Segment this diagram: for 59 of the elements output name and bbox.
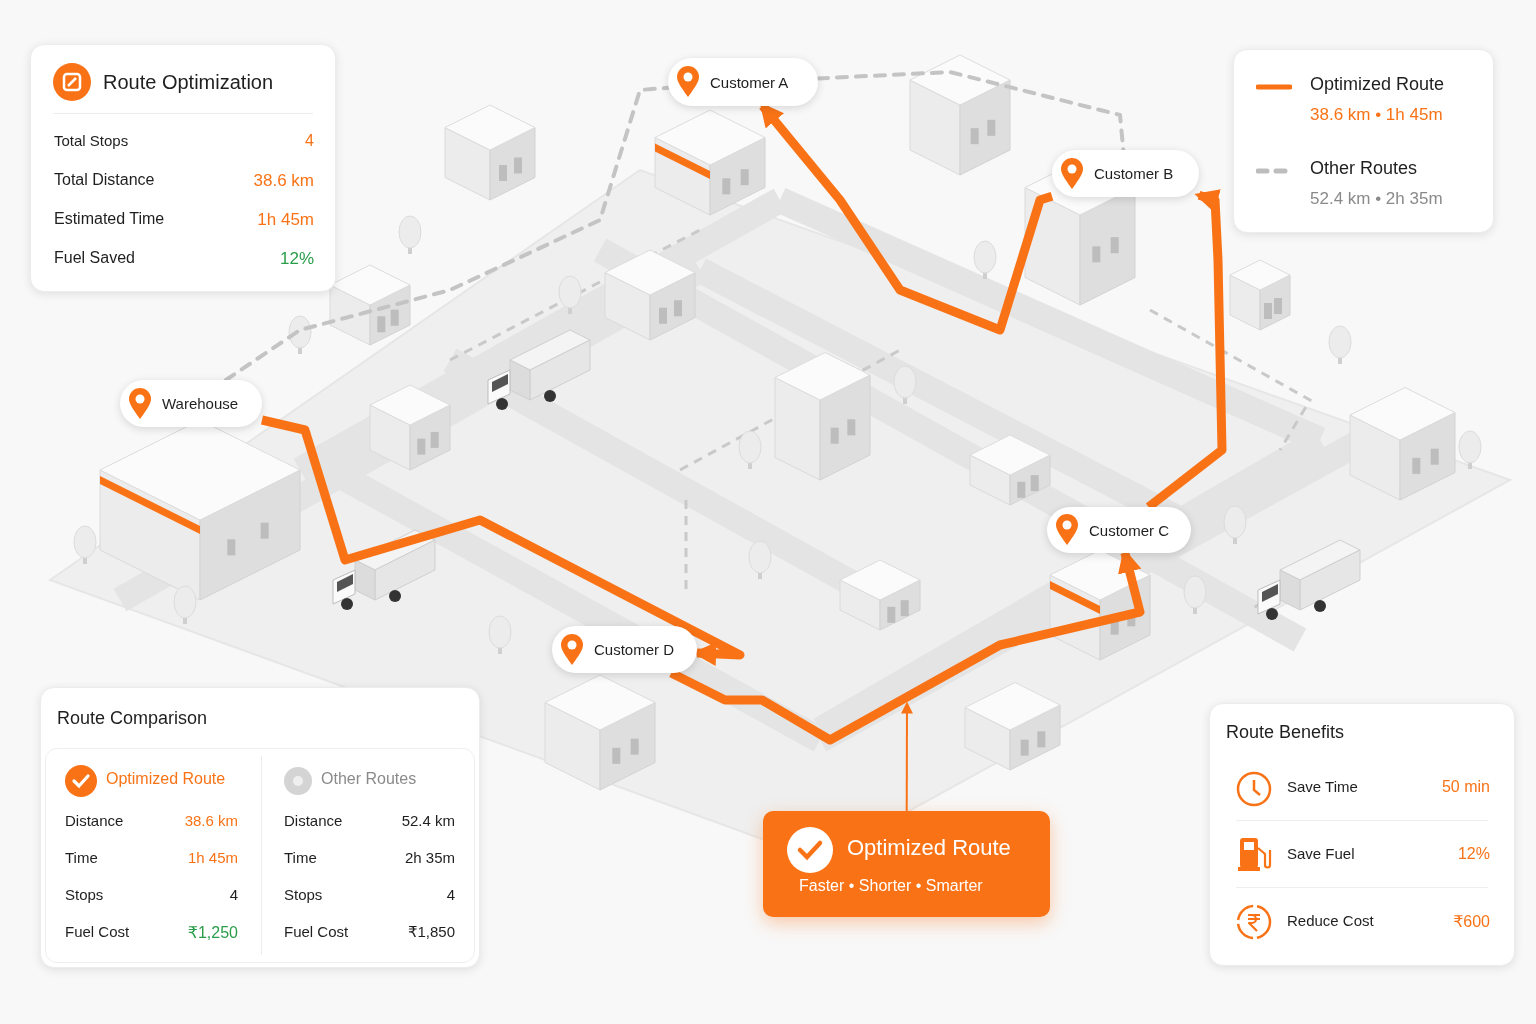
stat-label: Total Stops [54, 132, 129, 149]
stat-label: Reduce Cost [1287, 912, 1374, 929]
legend-label: Other Routes [1310, 158, 1418, 179]
legend-label: Optimized Route [1310, 74, 1445, 95]
info-card [1209, 703, 1515, 966]
stat-value: 1h 45m [187, 849, 238, 866]
stat-value: ₹1,250 [187, 923, 238, 942]
stat-label: Stops [65, 886, 104, 903]
stat-value: 38.6 km [253, 171, 314, 191]
callout-title: Optimized Route [847, 835, 1011, 861]
leader-arrow [900, 701, 913, 812]
location-name: Customer C [1089, 521, 1170, 539]
location-name: Customer A [710, 73, 789, 91]
info-card [30, 44, 336, 292]
stat-value: 2h 35m [404, 849, 455, 866]
stat-value: 4 [446, 886, 455, 903]
stat-label: Time [65, 849, 98, 866]
stat-label: Total Distance [54, 171, 155, 189]
route-arrow [260, 415, 745, 666]
info-card [40, 687, 480, 968]
callout-box [763, 811, 1050, 917]
location-tag [120, 380, 262, 427]
dashed-route-line [816, 70, 1126, 152]
stat-value: 50 min [1441, 778, 1490, 796]
location-name: Customer D [594, 641, 675, 658]
location-name: Warehouse [162, 395, 239, 412]
location-tag [1047, 507, 1191, 553]
stat-label: Save Time [1287, 778, 1358, 795]
stat-label: Estimated Time [54, 210, 165, 228]
route-stats: 52.4 km • 2h 35m [1310, 189, 1443, 209]
location-tag [552, 626, 697, 673]
stat-label: Fuel Cost [284, 923, 349, 940]
stat-label: Fuel Cost [65, 923, 130, 940]
route-stats: 38.6 km • 1h 45m [1310, 105, 1443, 125]
location-tag [668, 58, 818, 106]
column-heading: Other Routes [321, 770, 417, 788]
stat-value: 1h 45m [257, 210, 314, 230]
dashed-route-line [223, 85, 670, 382]
location-tag [1052, 150, 1199, 197]
stat-label: Save Fuel [1287, 845, 1355, 862]
card-title: Route Comparison [57, 708, 208, 729]
stat-label: Distance [65, 812, 124, 829]
stat-value: 4 [229, 886, 238, 903]
stat-value: 38.6 km [184, 812, 238, 829]
stat-value: ₹600 [1453, 912, 1490, 931]
card-title: Route Optimization [103, 71, 274, 94]
card-title: Route Benefits [1226, 722, 1345, 743]
stat-value: 12% [1457, 845, 1490, 863]
stat-value: ₹1,850 [407, 923, 455, 941]
stat-label: Time [284, 849, 317, 866]
callout-subtitle: Faster • Shorter • Smarter [799, 877, 983, 895]
stat-label: Distance [284, 812, 343, 829]
stat-value: 12% [279, 249, 314, 269]
column-heading: Optimized Route [106, 770, 226, 788]
location-name: Customer B [1094, 165, 1174, 182]
stat-value: 4 [305, 132, 314, 150]
stat-value: 52.4 km [401, 812, 455, 829]
stat-label: Stops [284, 886, 323, 903]
stat-label: Fuel Saved [54, 249, 135, 267]
